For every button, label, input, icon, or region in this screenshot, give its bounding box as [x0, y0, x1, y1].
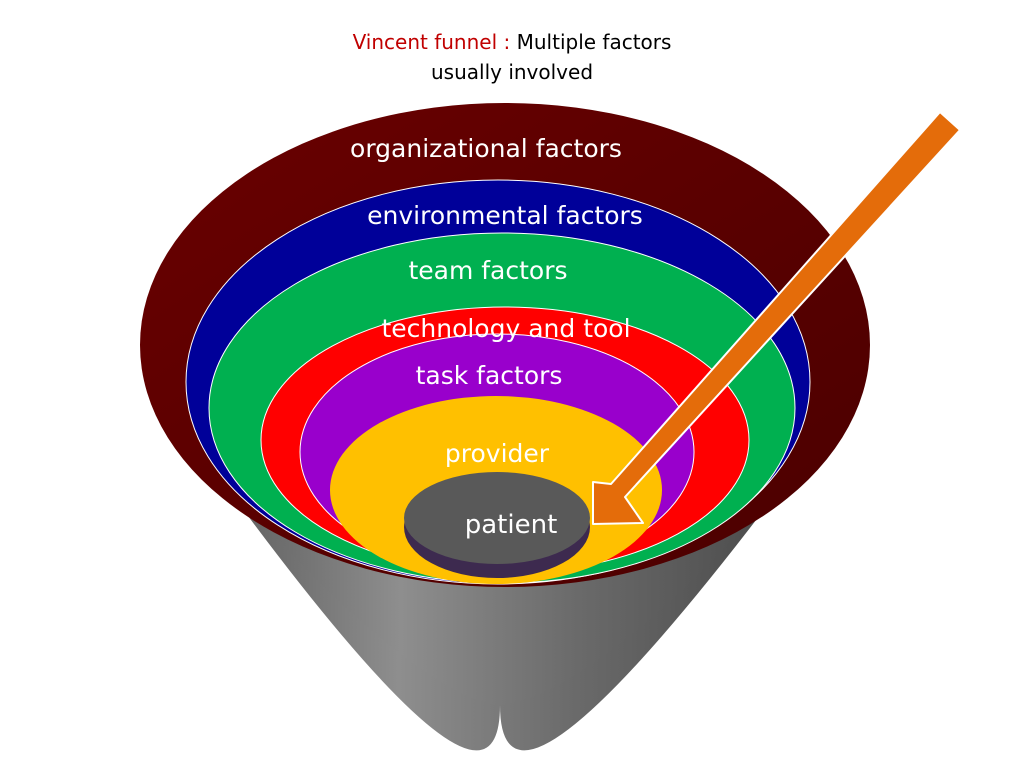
label-environmental: environmental factors: [367, 201, 643, 230]
title-line-2: usually involved: [430, 60, 594, 84]
arrow-pointer: [592, 111, 961, 525]
title-highlight: Vincent funnel :: [352, 30, 511, 54]
patient-disc-top: [404, 472, 590, 564]
title-line-1: Vincent funnel : Multiple factors: [0, 27, 1024, 57]
label-organizational: organizational factors: [350, 134, 622, 163]
diagram-title: Vincent funnel : Multiple factors usuall…: [0, 27, 1024, 87]
label-provider: provider: [445, 439, 550, 468]
label-patient: patient: [465, 510, 558, 540]
label-technology: technology and tool: [381, 314, 630, 343]
label-task: task factors: [416, 361, 563, 390]
label-team: team factors: [408, 256, 567, 285]
title-rest: Multiple factors: [516, 30, 672, 54]
